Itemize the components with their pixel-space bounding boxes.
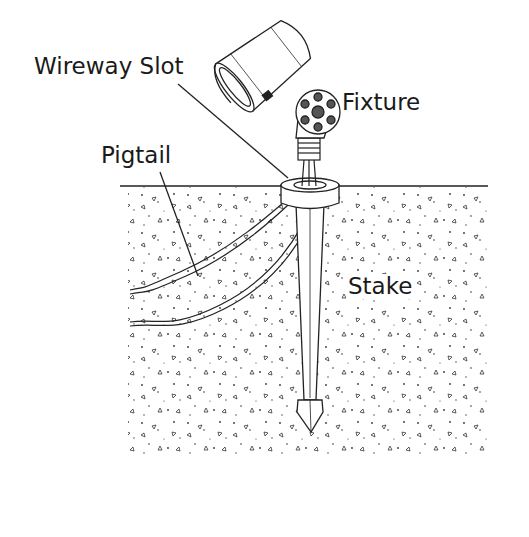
part-label: Pigtail	[99, 143, 173, 168]
part-label: Wireway Slot	[32, 54, 186, 79]
fixture-knuckle	[296, 90, 340, 138]
pigtail-wires	[130, 188, 322, 326]
fixture-head	[206, 12, 320, 119]
part-label: Stake	[346, 274, 414, 299]
leader-line	[178, 84, 288, 178]
aim-screw	[261, 90, 273, 102]
leader-line	[160, 172, 198, 276]
part-label: Fixture	[340, 90, 422, 115]
ground-soil	[128, 187, 488, 457]
fixture-stem	[298, 138, 320, 186]
stake	[281, 178, 339, 432]
